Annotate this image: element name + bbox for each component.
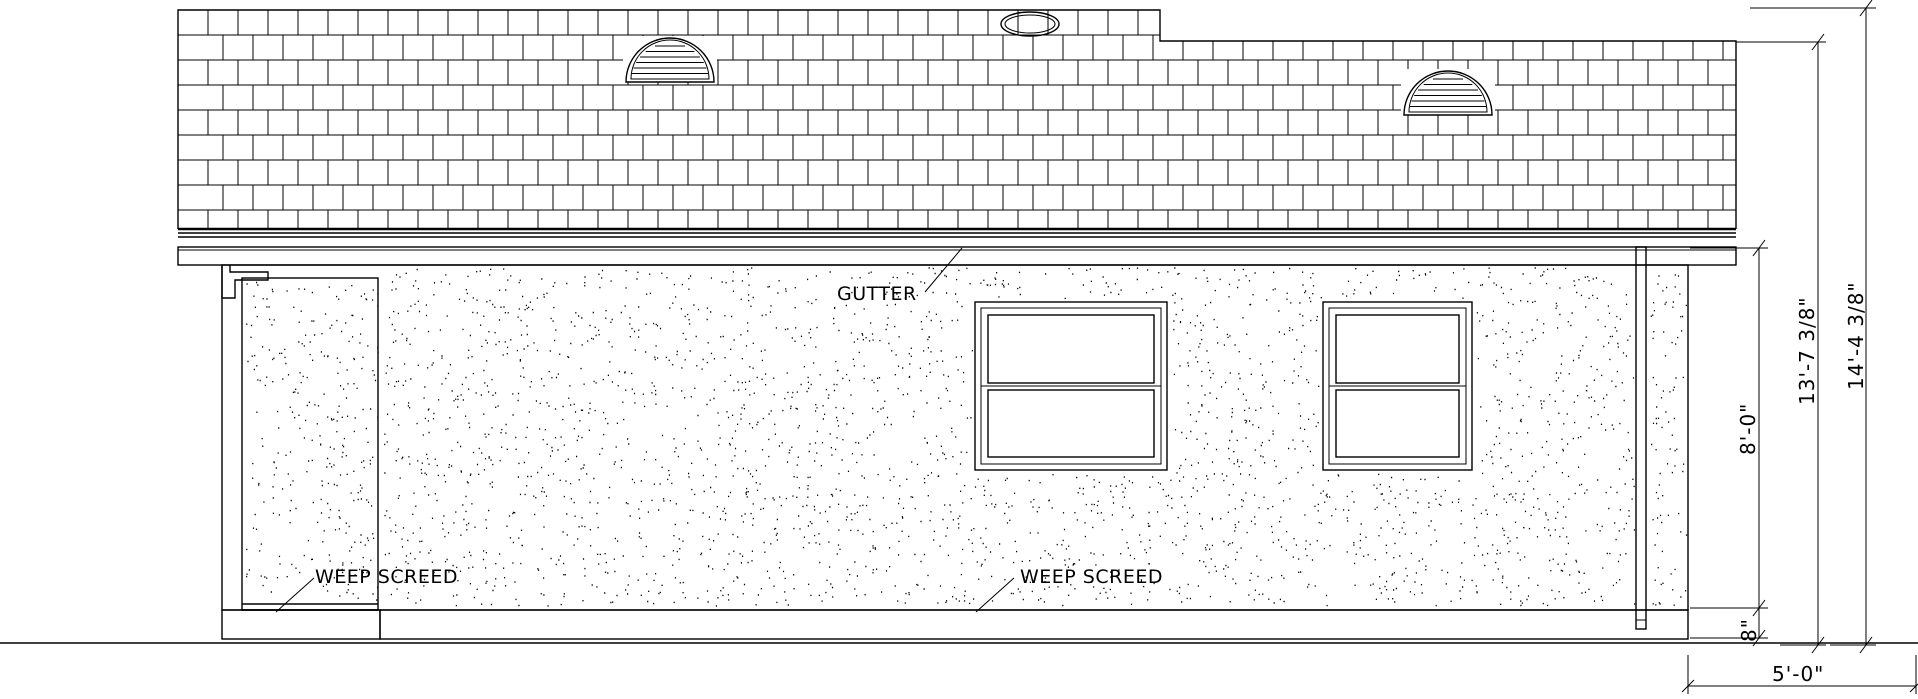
dimension-setback: 5'-0" bbox=[1681, 655, 1918, 694]
dimension-curb-height: 8" bbox=[1690, 608, 1768, 647]
roof-vent-oval bbox=[1000, 11, 1060, 37]
dimension-wall-height-label: 8'-0" bbox=[1736, 403, 1760, 455]
stucco-texture bbox=[246, 267, 1688, 607]
callout-weep-screed-left: WEEP SCREED bbox=[275, 566, 458, 613]
gable-vent-right bbox=[1401, 69, 1495, 116]
roof-outline bbox=[177, 9, 1737, 229]
callout-weep-screed-center-label: WEEP SCREED bbox=[1020, 566, 1163, 588]
callout-weep-screed-center: WEEP SCREED bbox=[975, 566, 1163, 613]
foundation-curb bbox=[0, 609, 1918, 644]
callout-weep-screed-left-label: WEEP SCREED bbox=[315, 566, 458, 588]
gable-vent-left bbox=[623, 36, 717, 83]
wall-panel-left bbox=[241, 277, 379, 611]
dimension-ridge-near: 13'-7 3/8" bbox=[1736, 33, 1826, 654]
dimension-setback-label: 5'-0" bbox=[1772, 662, 1824, 686]
callout-gutter: GUTTER bbox=[837, 247, 963, 305]
roof bbox=[177, 9, 1737, 238]
dimension-wall-height: 8'-0" bbox=[1690, 239, 1768, 617]
dimension-ridge-far-label: 14'-4 3/8" bbox=[1844, 281, 1868, 390]
dimension-ridge-far: 14'-4 3/8" bbox=[1750, 0, 1876, 654]
downspout bbox=[1635, 246, 1647, 630]
window-right bbox=[1322, 301, 1473, 471]
callout-gutter-label: GUTTER bbox=[837, 283, 917, 305]
stucco-wall bbox=[221, 264, 1689, 611]
dimension-curb-height-label: 8" bbox=[1737, 618, 1761, 642]
roof-shingles bbox=[178, 10, 1736, 229]
window-left bbox=[974, 301, 1168, 471]
dimension-ridge-near-label: 13'-7 3/8" bbox=[1795, 296, 1819, 405]
